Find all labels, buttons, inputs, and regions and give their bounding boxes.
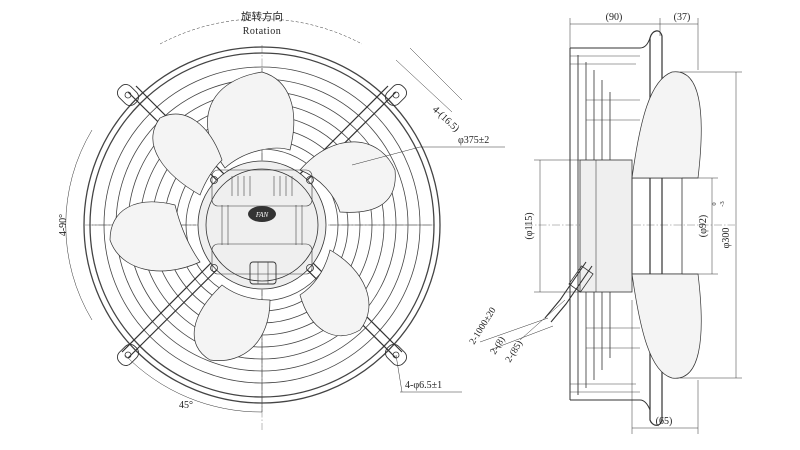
side-view: (90) (37) (65) (φ115) (φ92) φ300 0 -3 2-… — [468, 12, 742, 434]
front-view: FAN 旋转方向 Rotation 4-90° 45° 4-(16.5) φ37… — [58, 10, 505, 430]
angle-90-label: 4-90° — [58, 214, 69, 236]
side-blades — [631, 71, 702, 379]
motor-115-label: (φ115) — [524, 212, 535, 239]
mount-holes-label: 4-φ6.5±1 — [405, 380, 442, 391]
mount-slots-leader — [395, 59, 453, 113]
rotation-label-cn: 旋转方向 — [241, 10, 283, 23]
motor-hub: FAN — [197, 160, 327, 290]
guard-diameter-leader — [351, 146, 421, 166]
cable-length-label: 2-1000±20 — [468, 306, 499, 347]
depth-37-label: (37) — [674, 12, 691, 23]
blade-tol-lower: -3 — [719, 201, 726, 206]
rotation-arrow — [159, 18, 363, 45]
blade-diameter-label: φ300 — [721, 228, 732, 249]
angle-90-arc — [65, 129, 93, 321]
side-motor — [579, 159, 683, 293]
mount-slots-label: 4-(16.5) — [430, 104, 461, 134]
cable-85-label: 2-(85) — [503, 339, 525, 365]
depth-90-label: (90) — [606, 12, 623, 23]
depth-65-label: (65) — [656, 416, 673, 427]
angle-45-arc — [124, 354, 263, 413]
fan-blades — [109, 71, 396, 361]
side-cable — [544, 261, 594, 323]
mount-tabs — [117, 84, 407, 366]
rotation-label-en: Rotation — [243, 26, 281, 37]
blade-tol-upper: 0 — [711, 202, 718, 205]
guard-diameter-label: φ375±2 — [458, 135, 489, 146]
motor-92-label: (φ92) — [698, 215, 709, 237]
cable-length-leader — [479, 317, 549, 343]
angle-45-label: 45° — [179, 400, 193, 411]
brand-logo — [248, 206, 276, 222]
mount-holes-leader — [395, 354, 403, 393]
logo-text: FAN — [255, 211, 269, 219]
